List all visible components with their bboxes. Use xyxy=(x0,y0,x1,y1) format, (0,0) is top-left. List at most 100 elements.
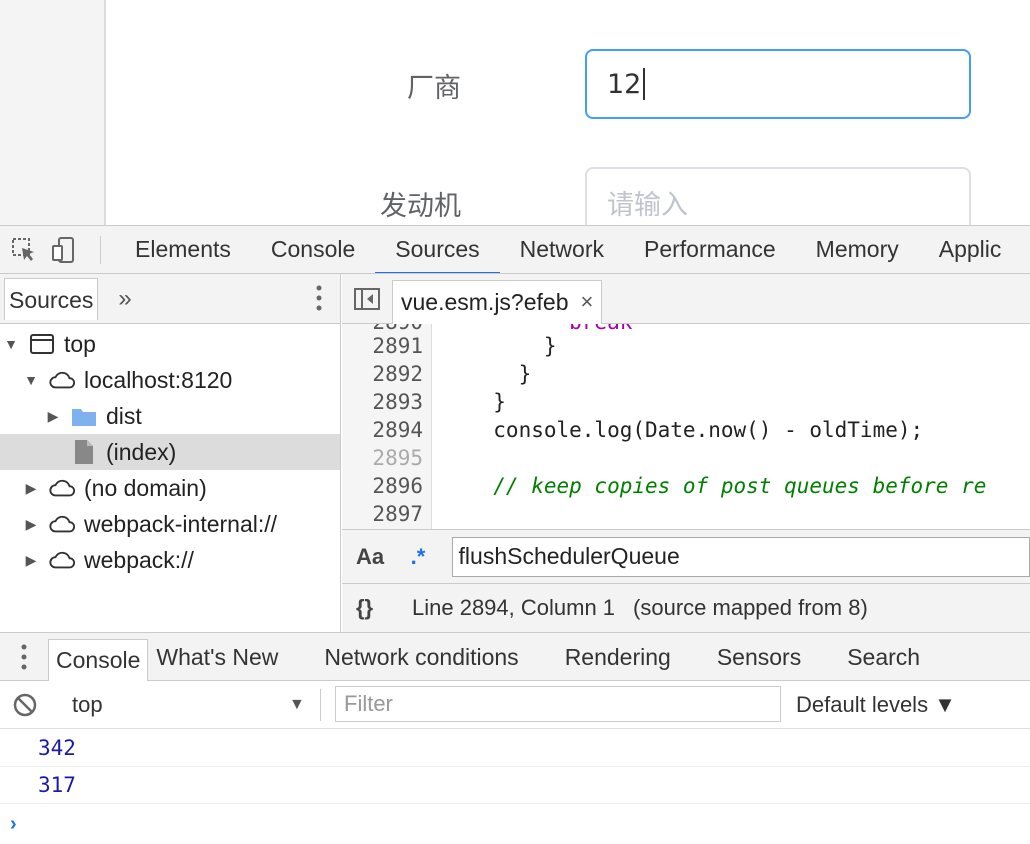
collapsed-arrow-icon: ▶ xyxy=(47,407,59,424)
folder-icon xyxy=(70,402,98,430)
code-line: break xyxy=(468,324,632,334)
file-tab-label: vue.esm.js?efeb xyxy=(401,288,569,315)
tree-item-label: dist xyxy=(106,402,142,429)
field-label-engine: 发动机 xyxy=(380,191,461,222)
drawer-tab-sensors[interactable]: Sensors xyxy=(716,643,802,670)
code-line: console.log(Date.now() - oldTime); xyxy=(468,418,924,442)
code-line: // keep copies of post queues before re xyxy=(468,474,987,498)
field-label-vendor: 厂商 xyxy=(407,73,461,104)
cloud-icon xyxy=(48,474,76,502)
line-number[interactable]: 2894 xyxy=(372,418,423,442)
page-sidebar-strip xyxy=(0,0,106,225)
engine-input-placeholder: 请输入 xyxy=(607,189,688,221)
cloud-icon xyxy=(48,510,76,538)
line-number[interactable]: 2890 xyxy=(372,324,423,334)
tree-item-top[interactable]: ▼ top xyxy=(0,326,340,362)
line-number[interactable]: 2895 xyxy=(372,446,423,470)
expanded-arrow-icon: ▼ xyxy=(24,372,38,388)
console-prompt-icon[interactable]: › xyxy=(10,813,17,835)
tree-item-webpack-internal[interactable]: ▶ webpack-internal:// xyxy=(0,506,340,542)
navigator-menu-icon[interactable] xyxy=(316,284,322,312)
editor-tabbar: vue.esm.js?efeb × xyxy=(342,274,1030,324)
vendor-input[interactable]: 12 xyxy=(585,49,971,119)
tree-item-webpack[interactable]: ▶ webpack:// xyxy=(0,542,340,578)
device-toolbar-icon[interactable] xyxy=(44,226,84,273)
sources-navigator: Sources » ▼ top ▼ localhost:8120 ▶ dist … xyxy=(0,274,341,632)
context-selector[interactable]: top xyxy=(72,691,103,717)
code-line: } xyxy=(468,334,557,358)
file-icon xyxy=(70,438,98,466)
code-view[interactable]: 2890 2891 2892 2893 2894 2895 2896 2897 … xyxy=(342,324,1030,529)
inspect-element-icon[interactable] xyxy=(4,226,44,273)
tree-item-label: (no domain) xyxy=(84,474,207,501)
pretty-print-button[interactable]: {} xyxy=(356,595,374,620)
tab-network[interactable]: Network xyxy=(519,235,604,262)
editor-file-tab[interactable]: vue.esm.js?efeb × xyxy=(392,279,603,324)
cursor-position: Line 2894, Column 1 xyxy=(412,595,616,620)
line-number[interactable]: 2896 xyxy=(372,474,423,498)
line-number[interactable]: 2891 xyxy=(372,334,423,358)
match-case-toggle[interactable]: Aa xyxy=(356,543,385,569)
tree-item-localhost[interactable]: ▼ localhost:8120 xyxy=(0,362,340,398)
editor-status-bar: {} Line 2894, Column 1 (source mapped fr… xyxy=(342,583,1030,632)
cloud-icon xyxy=(48,366,76,394)
line-number[interactable]: 2893 xyxy=(372,390,423,414)
line-number[interactable]: 2892 xyxy=(372,362,423,386)
text-caret xyxy=(643,68,646,100)
navigator-tab-sources[interactable]: Sources xyxy=(4,277,99,320)
devtools-main-tabbar: Elements Console Sources Network Perform… xyxy=(0,226,1030,274)
engine-input[interactable]: 请输入 xyxy=(585,167,971,225)
drawer-tabbar: Console What's New Network conditions Re… xyxy=(0,633,1030,681)
expanded-arrow-icon: ▼ xyxy=(4,336,18,352)
console-log-line: 317 xyxy=(0,767,1030,804)
drawer-tab-rendering[interactable]: Rendering xyxy=(564,643,671,670)
toolbar-separator xyxy=(320,689,321,721)
web-page-area: 厂商 12 发动机 请输入 xyxy=(0,0,1030,225)
console-filter-input[interactable]: Filter xyxy=(335,686,781,722)
source-mapped-link[interactable]: (source mapped from 8) xyxy=(633,595,868,620)
cloud-icon xyxy=(48,546,76,574)
drawer-menu-icon[interactable] xyxy=(0,633,48,681)
clear-console-icon[interactable] xyxy=(12,692,38,718)
tree-item-label: webpack-internal:// xyxy=(84,510,278,537)
toggle-navigator-icon[interactable] xyxy=(342,274,392,324)
filter-placeholder: Filter xyxy=(344,691,393,716)
sources-editor: vue.esm.js?efeb × 2890 2891 2892 2893 28… xyxy=(342,274,1030,632)
tab-sources[interactable]: Sources xyxy=(375,226,501,273)
devtools-panel: Elements Console Sources Network Perform… xyxy=(0,225,1030,844)
drawer-tab-console[interactable]: Console xyxy=(48,638,149,681)
frame-icon xyxy=(28,330,56,358)
find-input[interactable]: flushSchedulerQueue xyxy=(451,536,1030,577)
navigator-header: Sources » xyxy=(0,274,340,324)
drawer-tab-network-conditions[interactable]: Network conditions xyxy=(324,643,519,670)
line-number[interactable]: 2897 xyxy=(372,502,423,526)
close-tab-icon[interactable]: × xyxy=(580,289,594,314)
tab-performance[interactable]: Performance xyxy=(644,235,776,262)
regex-toggle[interactable]: .* xyxy=(410,543,426,569)
tree-item-label: top xyxy=(64,330,96,357)
dropdown-arrow-icon[interactable]: ▼ xyxy=(289,695,305,713)
collapsed-arrow-icon: ▶ xyxy=(25,479,37,496)
toolbar-separator xyxy=(100,235,101,264)
tree-item-label: webpack:// xyxy=(84,546,194,573)
tab-console[interactable]: Console xyxy=(270,235,356,262)
tree-item-no-domain[interactable]: ▶ (no domain) xyxy=(0,470,340,506)
collapsed-arrow-icon: ▶ xyxy=(25,515,37,532)
tab-memory[interactable]: Memory xyxy=(815,235,899,262)
tree-item-dist[interactable]: ▶ dist xyxy=(0,398,340,434)
tree-item-index[interactable]: (index) xyxy=(0,434,340,470)
tab-application[interactable]: Applic xyxy=(938,235,1002,262)
collapsed-arrow-icon: ▶ xyxy=(25,551,37,568)
find-bar: Aa .* flushSchedulerQueue xyxy=(342,529,1030,583)
devtools-drawer: Console What's New Network conditions Re… xyxy=(0,632,1030,844)
code-line: } xyxy=(468,362,532,386)
line-number-gutter: 2890 2891 2892 2893 2894 2895 2896 2897 xyxy=(342,324,432,529)
tree-item-label: localhost:8120 xyxy=(84,366,233,393)
tab-elements[interactable]: Elements xyxy=(135,235,231,262)
log-levels-dropdown[interactable]: Default levels ▼ xyxy=(796,691,956,717)
drawer-tab-search[interactable]: Search xyxy=(847,643,921,670)
drawer-tab-whats-new[interactable]: What's New xyxy=(156,643,279,670)
more-tabs-icon[interactable]: » xyxy=(118,284,132,312)
console-log-line: 342 xyxy=(0,730,1030,767)
find-input-value: flushSchedulerQueue xyxy=(458,543,680,569)
